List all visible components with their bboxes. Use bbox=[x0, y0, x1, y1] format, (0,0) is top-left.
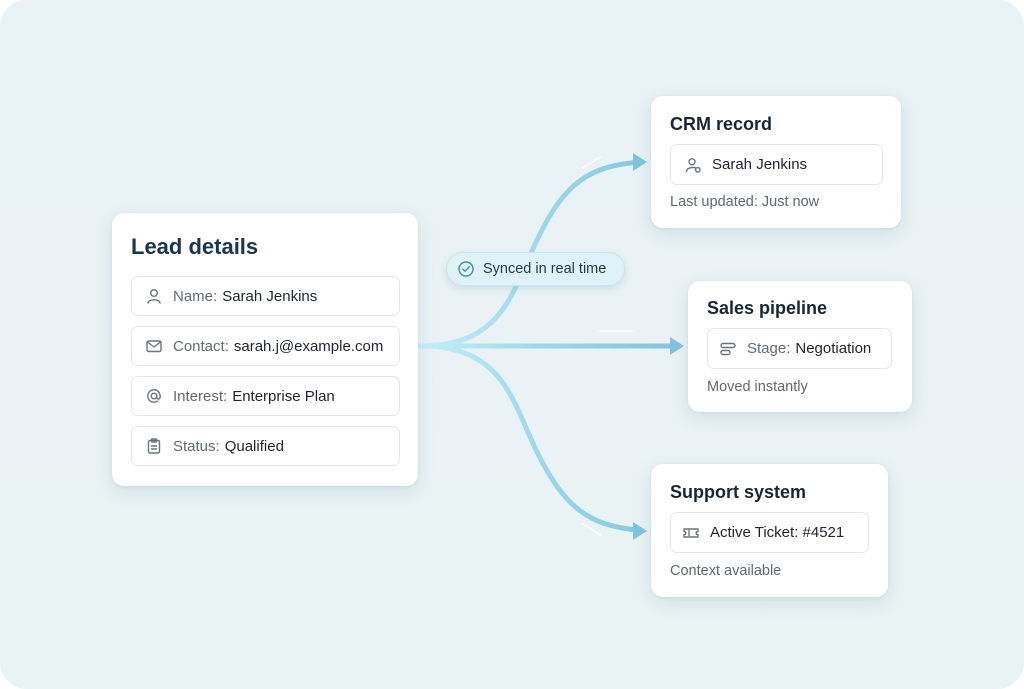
ticket-icon bbox=[682, 524, 700, 542]
lead-field-value: sarah.j@example.com bbox=[233, 337, 384, 355]
lead-field-label: Status: bbox=[173, 437, 220, 455]
support-context-note: Context available bbox=[670, 563, 782, 579]
lead-field-label: Contact: bbox=[173, 337, 229, 355]
user-gear-icon bbox=[684, 156, 702, 174]
support-ticket-field[interactable]: Active Ticket: #4521 bbox=[670, 512, 869, 553]
support-ticket-value: Active Ticket: #4521 bbox=[710, 524, 845, 541]
crm-contact-name: Sarah Jenkins bbox=[712, 156, 808, 173]
crm-contact-field[interactable]: Sarah Jenkins bbox=[670, 144, 883, 185]
lead-field-status[interactable]: Status: Qualified bbox=[131, 426, 400, 466]
support-system-card: Support system Active Ticket: #4521 Cont… bbox=[651, 464, 888, 597]
flow-arrow-sales bbox=[670, 337, 684, 355]
support-system-title: Support system bbox=[670, 482, 807, 502]
check-circle-icon bbox=[457, 260, 475, 278]
sales-moved-note: Moved instantly bbox=[707, 379, 808, 395]
flow-line-crm bbox=[417, 159, 643, 349]
sales-stage-label: Stage: bbox=[747, 340, 791, 357]
flow-line-support bbox=[417, 343, 641, 533]
sync-status-text: Synced in real time bbox=[483, 261, 607, 277]
lead-field-label: Interest: bbox=[173, 387, 228, 405]
user-icon bbox=[145, 287, 163, 305]
sales-pipeline-title: Sales pipeline bbox=[707, 298, 828, 318]
sales-stage-value: Negotiation bbox=[795, 340, 872, 357]
crm-record-title: CRM record bbox=[670, 114, 773, 134]
lead-field-value: Enterprise Plan bbox=[232, 387, 335, 405]
lead-field-name[interactable]: Name: Sarah Jenkins bbox=[131, 276, 400, 316]
lead-field-contact[interactable]: Contact: sarah.j@example.com bbox=[131, 326, 400, 366]
at-sign-icon bbox=[145, 387, 163, 405]
lead-field-interest[interactable]: Interest: Enterprise Plan bbox=[131, 376, 400, 416]
crm-record-card: CRM record Sarah Jenkins Last updated: J… bbox=[651, 96, 901, 228]
motion-streak bbox=[582, 523, 601, 536]
lead-details-card: Lead details Name: Sarah Jenkins Contact… bbox=[112, 213, 418, 486]
flow-arrow-crm bbox=[633, 153, 647, 171]
pipeline-icon bbox=[719, 340, 737, 358]
motion-streak bbox=[582, 156, 601, 169]
crm-last-updated: Last updated: Just now bbox=[670, 194, 820, 210]
lead-field-value: Sarah Jenkins bbox=[222, 287, 318, 305]
sales-pipeline-card: Sales pipeline Stage: Negotiation Moved … bbox=[688, 281, 912, 412]
sales-stage-field[interactable]: Stage: Negotiation bbox=[707, 328, 892, 369]
flow-arrow-support bbox=[633, 522, 647, 540]
lead-field-label: Name: bbox=[173, 287, 218, 305]
mail-icon bbox=[145, 337, 163, 355]
lead-field-value: Qualified bbox=[224, 437, 284, 455]
lead-details-title: Lead details bbox=[131, 234, 259, 259]
clipboard-icon bbox=[145, 437, 163, 455]
sync-status-badge: Synced in real time bbox=[446, 252, 625, 286]
